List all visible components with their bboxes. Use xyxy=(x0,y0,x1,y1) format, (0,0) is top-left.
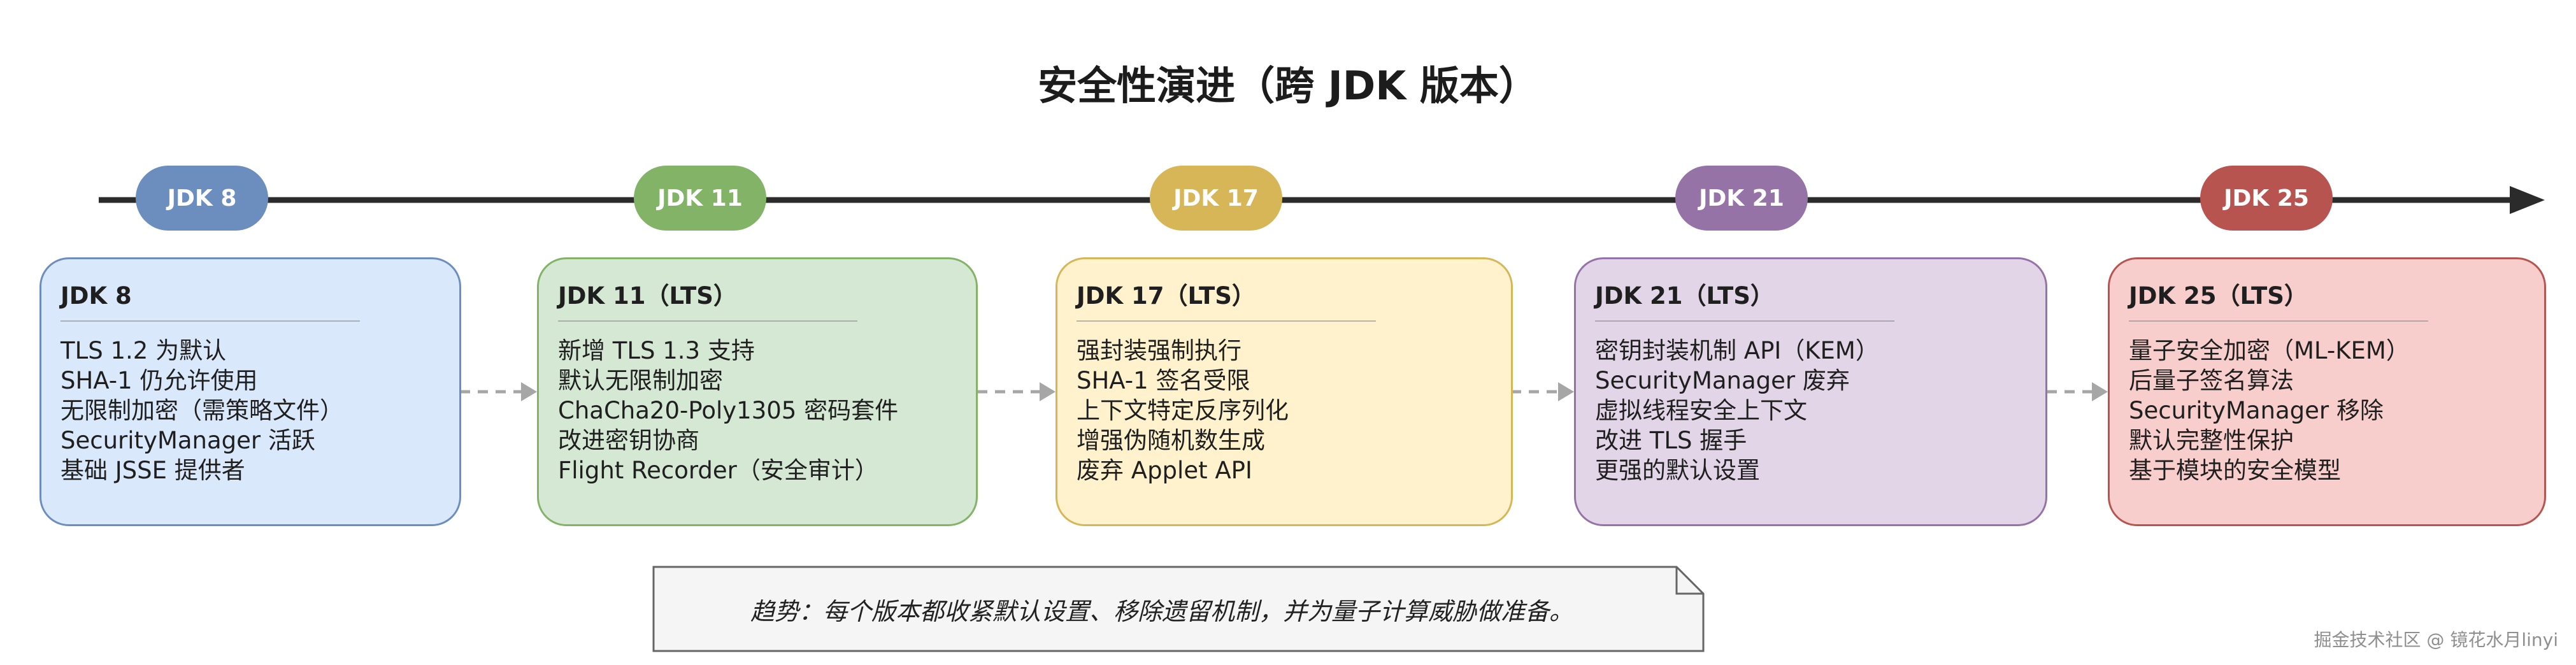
card-jdk17: JDK 17（LTS） 强封装强制执行 SHA-1 签名受限 上下文特定反序列化… xyxy=(1055,257,1513,526)
card-item: SecurityManager 废弃 xyxy=(1595,367,1850,394)
diagram-title: 安全性演进（跨 JDK 版本） xyxy=(1038,62,1538,109)
card-item: SHA-1 仍允许使用 xyxy=(61,367,258,394)
milestone-jdk17: JDK 17 xyxy=(1150,166,1282,231)
card-item: 后量子签名算法 xyxy=(2129,367,2294,394)
divider xyxy=(1595,320,1894,322)
card-jdk21: JDK 21（LTS） 密钥封装机制 API（KEM） SecurityMana… xyxy=(1574,257,2047,526)
card-jdk25: JDK 25（LTS） 量子安全加密（ML-KEM） 后量子签名算法 Secur… xyxy=(2108,257,2546,526)
card-item: 默认完整性保护 xyxy=(2129,427,2294,454)
card-item: 默认无限制加密 xyxy=(558,367,723,394)
card-heading: JDK 25（LTS） xyxy=(2129,282,2308,310)
card-jdk11: JDK 11（LTS） 新增 TLS 1.3 支持 默认无限制加密 ChaCha… xyxy=(537,257,978,526)
milestone-jdk8: JDK 8 xyxy=(136,166,268,231)
card-item: 废弃 Applet API xyxy=(1077,457,1252,484)
card-item: SecurityManager 活跃 xyxy=(61,427,315,454)
card-heading: JDK 17（LTS） xyxy=(1077,282,1256,310)
divider xyxy=(2129,320,2428,322)
card-item: 无限制加密（需策略文件） xyxy=(61,397,343,424)
connector-arrowhead-1 xyxy=(521,382,537,401)
connector-arrowhead-3 xyxy=(1558,382,1574,401)
timeline-arrowhead xyxy=(2510,186,2545,214)
card-item: 上下文特定反序列化 xyxy=(1077,397,1289,424)
card-item: SecurityManager 移除 xyxy=(2129,397,2384,424)
card-item: 密钥封装机制 API（KEM） xyxy=(1595,337,1879,364)
trend-note-text: 趋势：每个版本都收紧默认设置、移除遗留机制，并为量子计算威胁做准备。 xyxy=(750,597,1573,626)
card-heading: JDK 8 xyxy=(61,282,132,310)
card-item: 改进密钥协商 xyxy=(558,427,699,454)
card-item: 改进 TLS 握手 xyxy=(1595,427,1747,454)
card-item: 量子安全加密（ML-KEM） xyxy=(2129,337,2410,364)
card-item: Flight Recorder（安全审计） xyxy=(558,457,878,484)
milestone-jdk11: JDK 11 xyxy=(634,166,766,231)
card-item: 强封装强制执行 xyxy=(1077,337,1241,364)
connector-arrowhead-2 xyxy=(1040,382,1055,401)
card-item: 虚拟线程安全上下文 xyxy=(1595,397,1807,424)
card-heading: JDK 21（LTS） xyxy=(1595,282,1774,310)
trend-note: 趋势：每个版本都收紧默认设置、移除遗留机制，并为量子计算威胁做准备。 xyxy=(652,566,1705,652)
milestone-jdk25: JDK 25 xyxy=(2200,166,2333,231)
note-shape xyxy=(652,566,1705,652)
divider xyxy=(61,320,360,322)
card-jdk8: JDK 8 TLS 1.2 为默认 SHA-1 仍允许使用 无限制加密（需策略文… xyxy=(39,257,461,526)
watermark: 掘金技术社区 @ 镜花水月linyi xyxy=(2314,629,2558,650)
card-item: 新增 TLS 1.3 支持 xyxy=(558,337,755,364)
card-item: TLS 1.2 为默认 xyxy=(61,337,227,364)
milestone-jdk21: JDK 21 xyxy=(1675,166,1808,231)
divider xyxy=(1077,320,1376,322)
divider xyxy=(558,320,857,322)
card-item: 基于模块的安全模型 xyxy=(2129,457,2341,484)
card-item: SHA-1 签名受限 xyxy=(1077,367,1250,394)
card-heading: JDK 11（LTS） xyxy=(558,282,737,310)
card-item: 更强的默认设置 xyxy=(1595,457,1760,484)
card-item: 基础 JSSE 提供者 xyxy=(61,457,245,484)
connector-arrowhead-4 xyxy=(2092,382,2108,401)
card-item: ChaCha20-Poly1305 密码套件 xyxy=(558,397,899,424)
card-item: 增强伪随机数生成 xyxy=(1077,427,1265,454)
